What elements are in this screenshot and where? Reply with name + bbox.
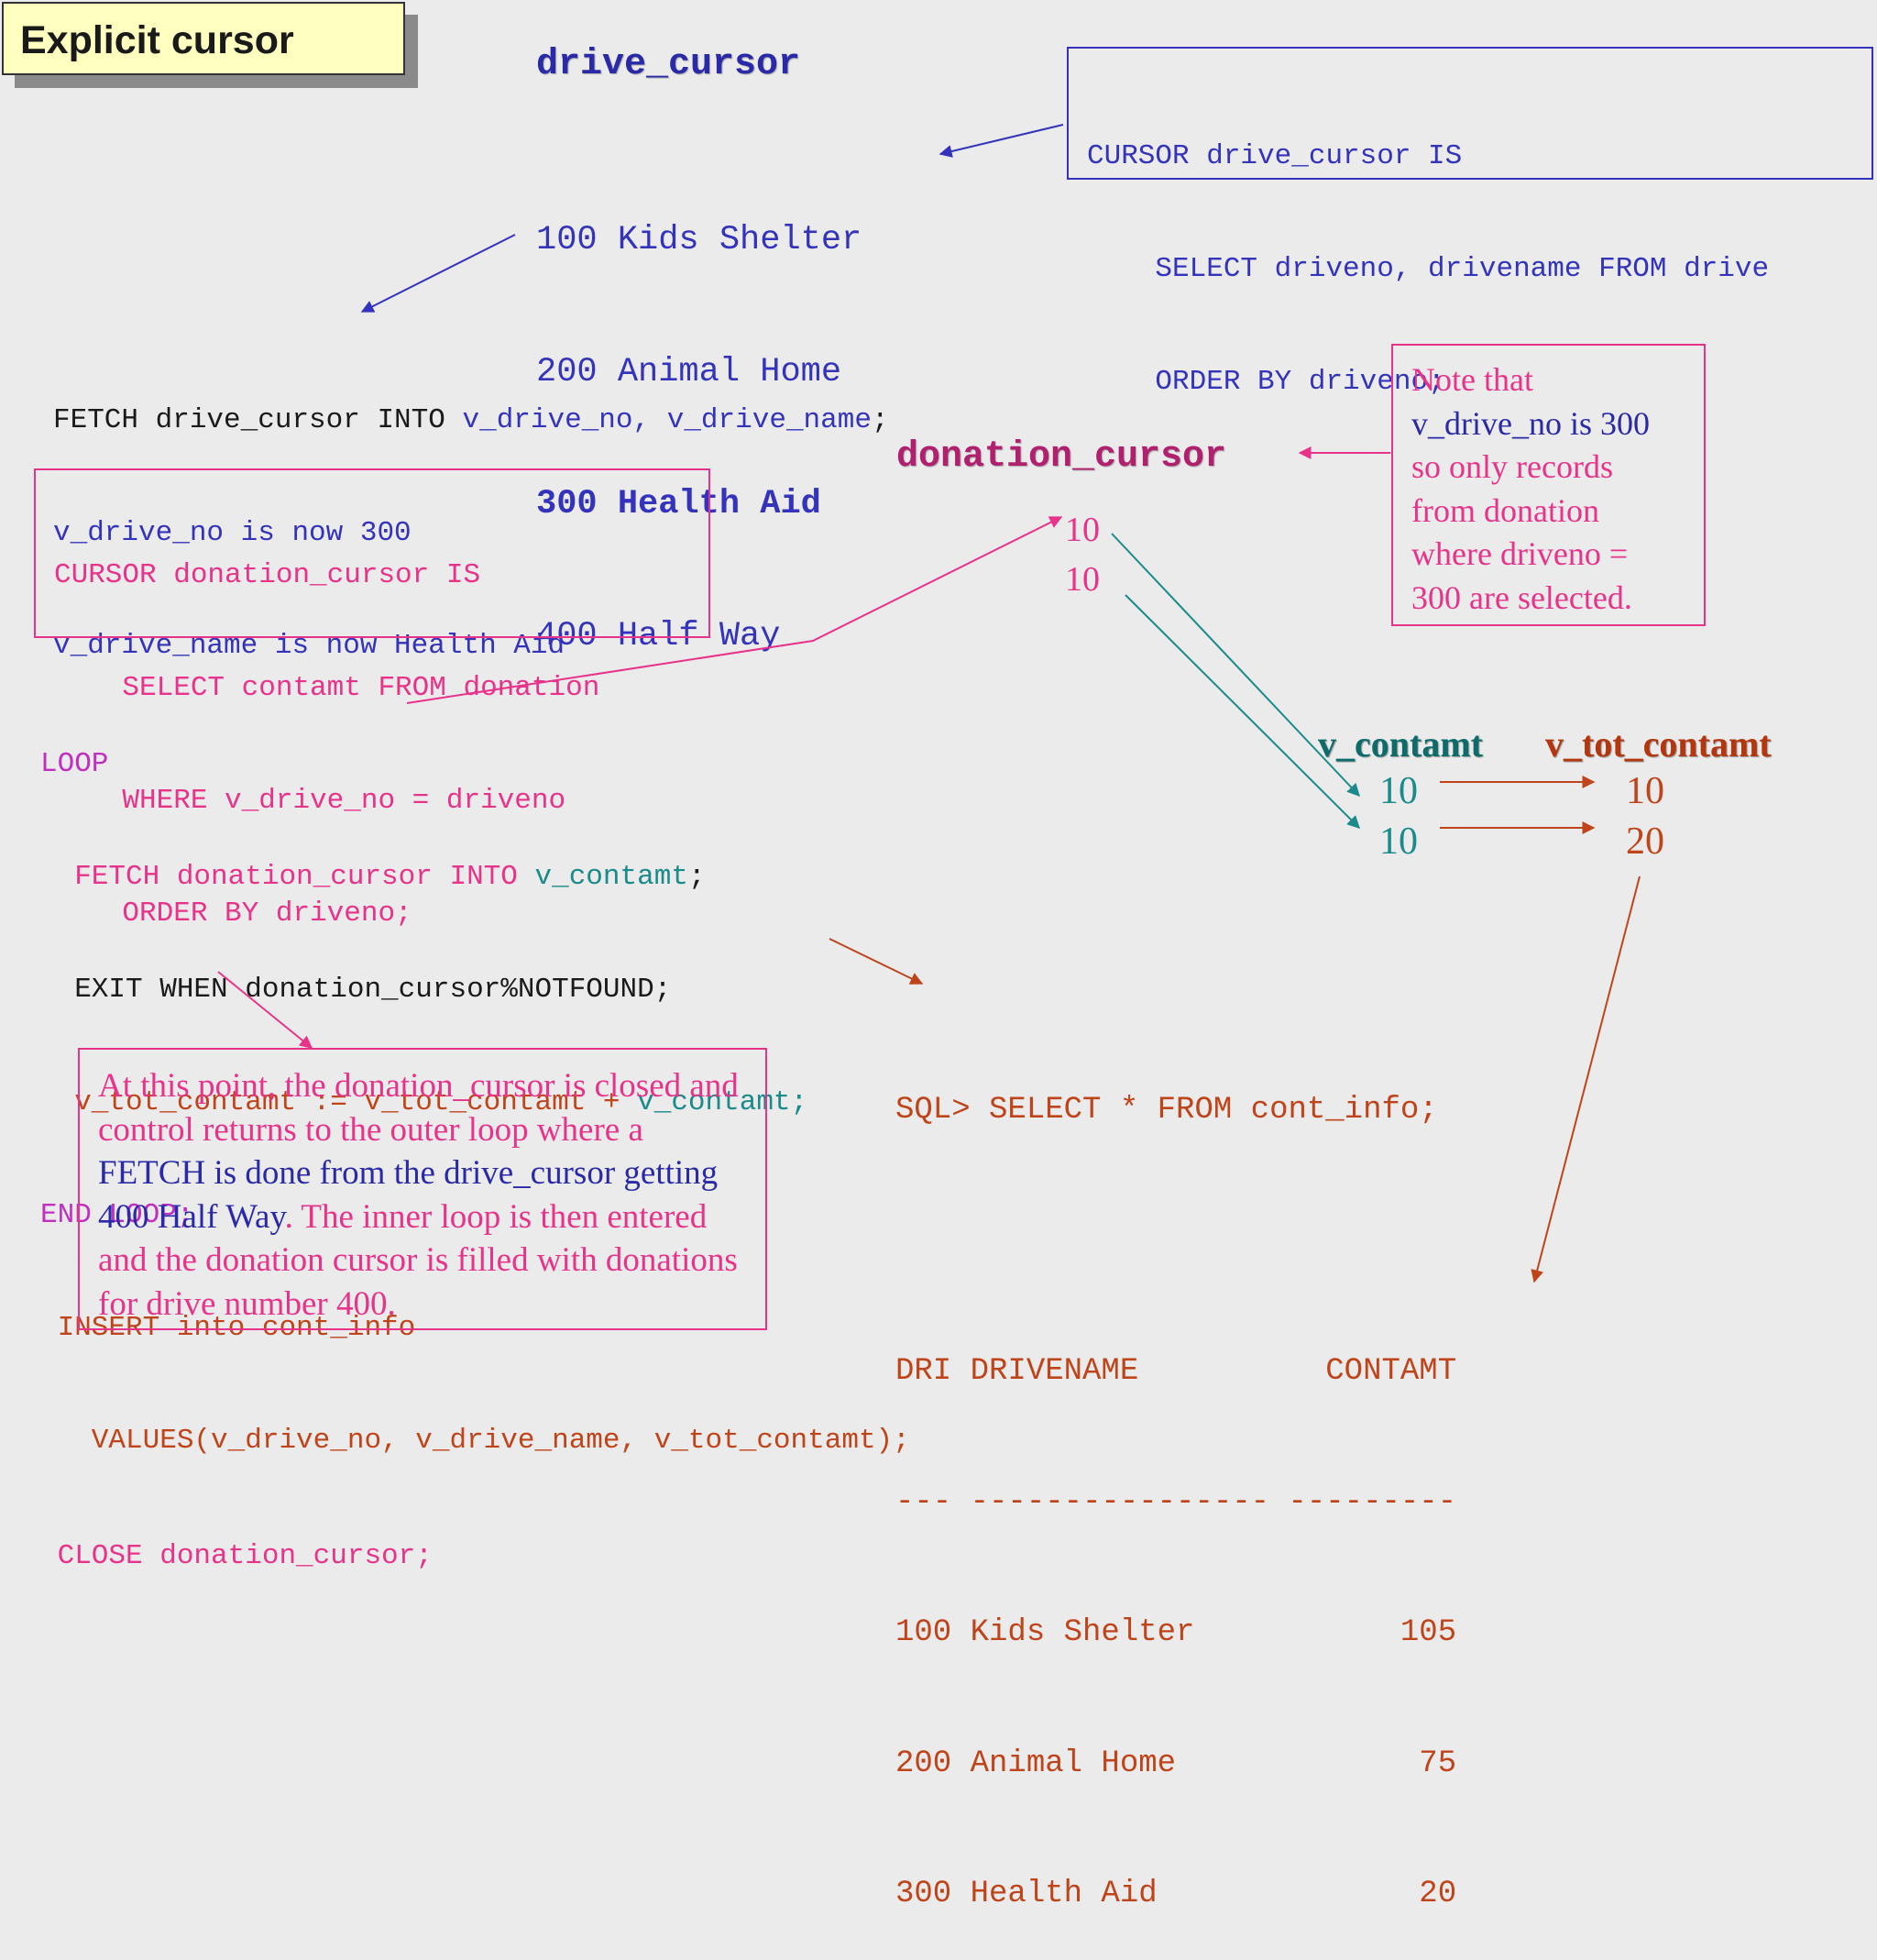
note-box: Note that v_drive_no is 300 so only reco… <box>1391 344 1706 626</box>
drive-row: 200 Animal Home <box>536 353 842 391</box>
sql-query: SQL> SELECT * FROM cont_info; <box>895 1093 1438 1128</box>
code-line: WHERE v_drive_no = driveno <box>54 785 566 817</box>
arrow-donation-to-contamt-1 <box>1111 533 1360 798</box>
sql-row: 100 Kids Shelter 105 <box>895 1615 1457 1650</box>
code-line: CURSOR donation_cursor IS <box>54 559 481 591</box>
drive-cursor-declaration: CURSOR drive_cursor IS SELECT driveno, d… <box>1067 47 1873 398</box>
note-line: 300 are selected. <box>1411 578 1632 616</box>
arrow-donation-to-contamt-2 <box>1125 594 1360 829</box>
explanation-text: At this point, the donation_cursor is cl… <box>98 1067 739 1149</box>
loop-end: END LOOP; <box>40 1199 194 1231</box>
v-tot-contamt-header: v_tot_contamt <box>1545 723 1772 765</box>
fetch-drive-line: FETCH drive_cursor INTO v_drive_no, v_dr… <box>53 402 889 439</box>
sql-header: DRI DRIVENAME CONTAMT <box>895 1354 1457 1389</box>
code-line: SELECT driveno, drivename FROM drive <box>1087 253 1770 285</box>
drive-row-current: 300 Health Aid <box>536 485 821 523</box>
fetch-drive-block: FETCH drive_cursor INTO v_drive_no, v_dr… <box>53 326 889 702</box>
v-contamt-value: 10 <box>1379 820 1418 863</box>
donation-row: 10 <box>1065 560 1100 599</box>
v-tot-contamt-value: 10 <box>1626 770 1664 812</box>
slide-title: Explicit cursor <box>2 2 405 75</box>
v-tot-contamt-value: 20 <box>1626 820 1664 863</box>
loop-start: LOOP <box>40 748 109 780</box>
close-line: CLOSE donation_cursor; <box>40 1540 433 1572</box>
loop-fetch-line: FETCH donation_cursor INTO v_contamt; <box>40 858 910 896</box>
sql-row: 300 Health Aid 20 <box>895 1877 1457 1911</box>
arrow-fetch-to-donation <box>406 516 1063 704</box>
drive-row: 100 Kids Shelter <box>536 221 862 259</box>
v-contamt-header: v_contamt <box>1318 723 1483 765</box>
sql-row: 200 Animal Home 75 <box>895 1745 1457 1781</box>
note-line: v_drive_no is 300 <box>1411 404 1650 442</box>
arrow-decl-to-rows <box>938 124 1064 158</box>
loop-sum-line: v_tot_contamt := v_tot_contamt + v_conta… <box>40 1084 910 1121</box>
v-tot-contamt-values: 10 20 <box>1626 766 1664 867</box>
note-line: Note that <box>1411 361 1533 398</box>
code-line: ORDER BY driveno; <box>54 897 412 930</box>
code-text: v_drive_no, v_drive_name <box>462 404 872 436</box>
code-text: v_tot_contamt := v_tot_contamt + <box>40 1086 638 1118</box>
note-line: from donation <box>1411 491 1599 529</box>
sql-rule: --- ---------------- --------- <box>895 1484 1457 1520</box>
loop-exit-line: EXIT WHEN donation_cursor%NOTFOUND; <box>40 974 672 1006</box>
code-text: FETCH donation_cursor INTO <box>40 861 535 893</box>
note-line: where driveno = <box>1411 535 1629 572</box>
arrow-close-to-explanation <box>217 971 313 1049</box>
explanation-text: FETCH is done from the drive_cursor gett… <box>98 1154 719 1236</box>
code-text: FETCH drive_cursor INTO <box>53 404 463 436</box>
insert-line: INSERT into cont_info <box>40 1312 416 1344</box>
code-line: ORDER BY driveno; <box>1087 366 1445 398</box>
note-line: so only records <box>1411 448 1613 485</box>
v-contamt-value: 10 <box>1379 770 1418 812</box>
code-text: ; <box>687 861 706 893</box>
code-text: v_contamt <box>534 861 688 893</box>
arrow-total-to-result <box>1531 875 1641 1283</box>
drive-cursor-label: drive_cursor <box>536 44 801 85</box>
explanation-box: At this point, the donation_cursor is cl… <box>78 1048 767 1330</box>
v-contamt-values: 10 10 <box>1379 766 1418 867</box>
arrow-insert-to-sql <box>829 938 924 985</box>
donation-cursor-rows: 10 10 <box>1065 505 1100 604</box>
code-line: CURSOR drive_cursor IS <box>1087 140 1463 172</box>
insert-values-line: VALUES(v_drive_no, v_drive_name, v_tot_c… <box>40 1425 910 1457</box>
fetch-note: v_drive_no is now 300 <box>53 517 412 549</box>
arrow-row-to-fetch <box>360 234 516 313</box>
code-text: v_contamt; <box>637 1086 808 1118</box>
donation-cursor-label: donation_cursor <box>896 436 1227 478</box>
code-text: ; <box>871 404 889 436</box>
donation-row: 10 <box>1065 511 1100 549</box>
arrows-overlay <box>217 124 1641 1283</box>
explanation-text: . The inner loop is then entered and the… <box>98 1197 738 1323</box>
fetch-note: v_drive_name is now Health Aid <box>53 630 565 662</box>
